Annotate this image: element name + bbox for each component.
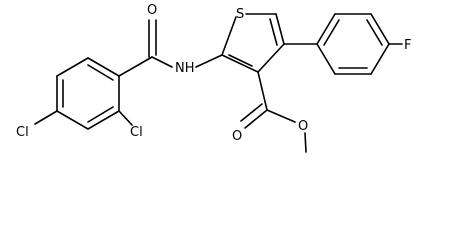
- bond-c5-c4-double: [269, 18, 278, 46]
- bond-ester-oether: [266, 109, 296, 123]
- atom-fluorine: F: [404, 38, 411, 53]
- bond-c5-c4: [275, 13, 285, 45]
- bond-ring2-a: [316, 13, 336, 45]
- atom-sulfur: S: [236, 7, 244, 22]
- atom-ester-carbonyl-oxygen: O: [232, 129, 242, 144]
- atom-amide-oxygen: O: [147, 3, 157, 18]
- atom-chlorine-ortho: Cl: [130, 125, 143, 140]
- atom-chlorine-para: Cl: [16, 125, 29, 140]
- bond-n-carbonyl: [151, 56, 173, 68]
- bond-ring2-c-inner: [366, 19, 383, 46]
- bond-ring1-cl-ortho: [118, 110, 133, 126]
- bond-ring1-a: [87, 57, 120, 77]
- bond-carbonyl-ring: [118, 56, 153, 77]
- atom-ester-ether-oxygen: O: [298, 119, 308, 134]
- bond-ring1-d: [56, 110, 89, 130]
- bond-ester-co-double: [240, 103, 263, 122]
- thiophene-ring: [221, 13, 285, 73]
- bond-ring1-a-inner: [87, 64, 114, 81]
- bond-ring2-f: [316, 43, 336, 75]
- chemical-structure-diagram: S NH O O O F Cl Cl: [16, 3, 411, 153]
- bond-ring1-e: [87, 110, 120, 130]
- bond-ring1-cl-para: [34, 110, 58, 125]
- dichlorophenyl-ring: [34, 57, 133, 130]
- bond-oether-methyl: [304, 132, 307, 153]
- bond-ring2-c: [370, 13, 390, 45]
- bond-ring1-e-inner: [87, 106, 114, 123]
- bond-c2-n: [195, 54, 223, 68]
- bond-s-c2: [221, 16, 237, 56]
- amide-group: [118, 19, 223, 77]
- fluorophenyl-ring: [283, 13, 403, 75]
- bond-ring1-b: [56, 57, 89, 77]
- bond-c3-c2: [221, 54, 259, 73]
- atom-nitrogen-h: NH: [175, 61, 195, 76]
- bond-ring2-d: [370, 43, 390, 75]
- methyl-ester-group: [240, 71, 307, 153]
- bond-ester-co: [244, 109, 268, 129]
- bond-c3-ester: [257, 71, 268, 111]
- bond-c3-c2-double: [228, 54, 253, 67]
- bond-ring2-a-inner: [323, 19, 340, 46]
- bond-c4-c3: [257, 43, 285, 73]
